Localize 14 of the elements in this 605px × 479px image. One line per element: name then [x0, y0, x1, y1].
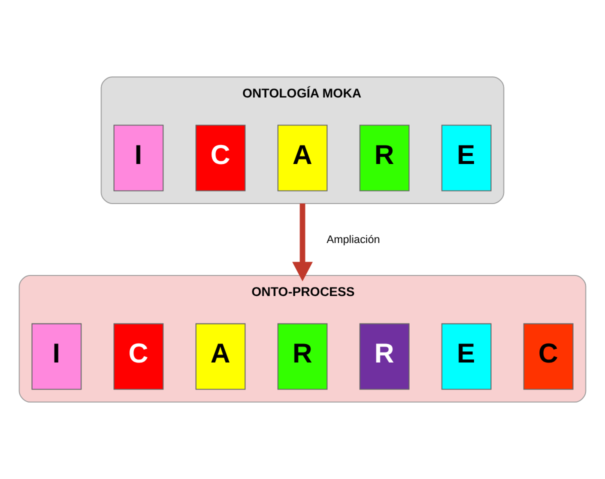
- node-box: I: [114, 124, 164, 192]
- node-box: R: [359, 124, 410, 192]
- node-box: C: [114, 323, 164, 390]
- arrow: [292, 204, 313, 282]
- node-box: I: [32, 323, 82, 390]
- node-box: A: [195, 323, 246, 390]
- edge-label: Ampliación: [326, 234, 380, 246]
- node-box: E: [441, 124, 492, 192]
- node-box: R: [359, 323, 410, 390]
- node-box: R: [277, 323, 328, 390]
- node-box: A: [277, 124, 328, 192]
- node-box: E: [441, 323, 492, 390]
- node-box: C: [523, 323, 574, 390]
- node-box: C: [195, 124, 246, 192]
